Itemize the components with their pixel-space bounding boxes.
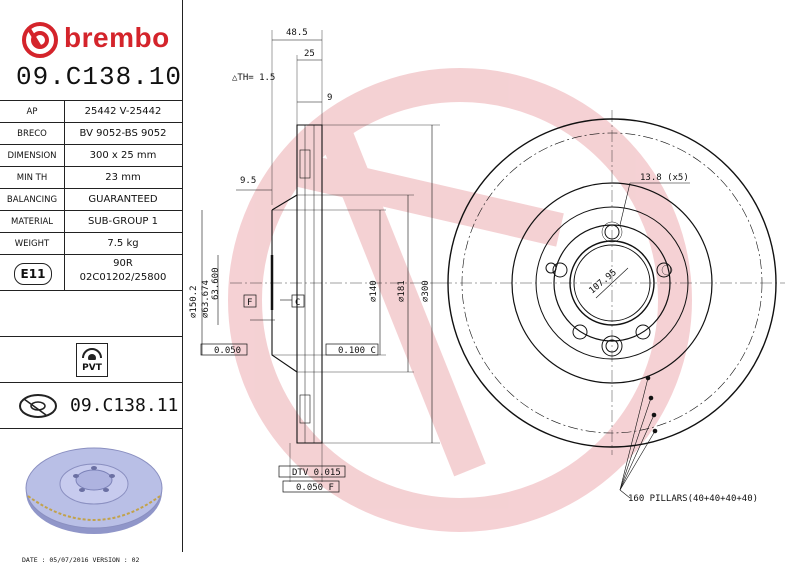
flatness-1: 0.050 [214, 346, 241, 356]
approval-number: 02C01202/25800 [79, 272, 167, 283]
spec-value: BV 9052-BS 9052 [79, 128, 167, 139]
flatness-2: 0.050 F [296, 483, 334, 493]
dim-63-674: ⌀63.674 [201, 280, 211, 318]
spec-key: MATERIAL [10, 217, 53, 227]
spec-value: 300 x 25 mm [89, 150, 157, 161]
dim-150-2: ⌀150.2 [189, 285, 199, 318]
spec-row-ap: AP 25442 V-25442 [0, 100, 182, 123]
approval-row: E11 90R 02C01202/25800 [0, 254, 182, 291]
dim-181: ⌀181 [397, 280, 407, 302]
coated-row: 09.C138.11 [0, 382, 182, 429]
gear-icon [82, 348, 102, 362]
pvt-badge: PVT [76, 343, 108, 377]
dim-9-5: 9.5 [240, 176, 256, 186]
brand-name: brembo [64, 22, 170, 53]
info-panel: brembo 09.C138.10 AP 25442 V-25442 BRECO… [0, 0, 183, 552]
spec-divider [64, 100, 65, 290]
dim-9: 9 [327, 93, 332, 103]
spec-key: AP [26, 107, 38, 117]
spec-row-min-th: MIN TH 23 mm [0, 166, 182, 189]
coated-disc-icon [19, 394, 57, 418]
datum-c: C [295, 298, 300, 308]
spec-value: SUB-GROUP 1 [88, 216, 158, 227]
disc-section-view [201, 30, 440, 482]
dtv-tolerance: DTV 0.015 [292, 468, 341, 478]
spec-value: 25442 V-25442 [84, 106, 162, 117]
dim-63-600: 63.600 [211, 267, 221, 300]
spec-value: GUARANTEED [88, 194, 158, 205]
dim-25: 25 [304, 49, 315, 59]
pillar-markers [619, 375, 658, 499]
dim-pcd: 107.95 [588, 268, 619, 297]
pvt-row: PVT [0, 336, 182, 383]
spec-row-breco: BRECO BV 9052-BS 9052 [0, 122, 182, 145]
coated-part-number: 09.C138.11 [70, 395, 179, 416]
blank-row [0, 290, 182, 337]
spec-key: DIMENSION [7, 151, 57, 161]
pvt-label: PVT [82, 363, 102, 373]
disc-front-view [440, 110, 785, 455]
spec-key: WEIGHT [14, 239, 50, 249]
disc-isometric-image [25, 447, 163, 534]
spec-row-weight: WEIGHT 7.5 kg [0, 232, 182, 255]
dim-bolt-holes: 13.8 (x5) [640, 173, 689, 183]
spec-value: 7.5 kg [107, 238, 139, 249]
part-number: 09.C138.10 [16, 62, 183, 92]
spec-key: BRECO [17, 129, 47, 139]
brembo-watermark [228, 68, 692, 532]
spec-key: MIN TH [16, 173, 48, 183]
pillars-note: 160 PILLARS(40+40+40+40) [628, 494, 758, 504]
e11-mark: E11 [14, 263, 52, 285]
spec-row-material: MATERIAL SUB-GROUP 1 [0, 210, 182, 233]
brembo-logo-icon [22, 22, 58, 58]
datum-f: F [247, 298, 252, 308]
dim-300: ⌀300 [421, 280, 431, 302]
feature-control-frames [200, 294, 379, 493]
approval-reg: 90R [113, 258, 133, 269]
spec-value: 23 mm [105, 172, 141, 183]
spec-row-dimension: DIMENSION 300 x 25 mm [0, 144, 182, 167]
dim-48-5: 48.5 [286, 28, 308, 38]
spec-key: BALANCING [6, 195, 58, 205]
footer-date-version: DATE : 05/07/2016 VERSION : 02 [22, 556, 140, 564]
dim-th: △TH= 1.5 [232, 73, 275, 83]
spec-row-balancing: BALANCING GUARANTEED [0, 188, 182, 211]
dim-140: ⌀140 [369, 280, 379, 302]
parallelism-1: 0.100 C [338, 346, 376, 356]
bottom-divider [0, 428, 182, 429]
